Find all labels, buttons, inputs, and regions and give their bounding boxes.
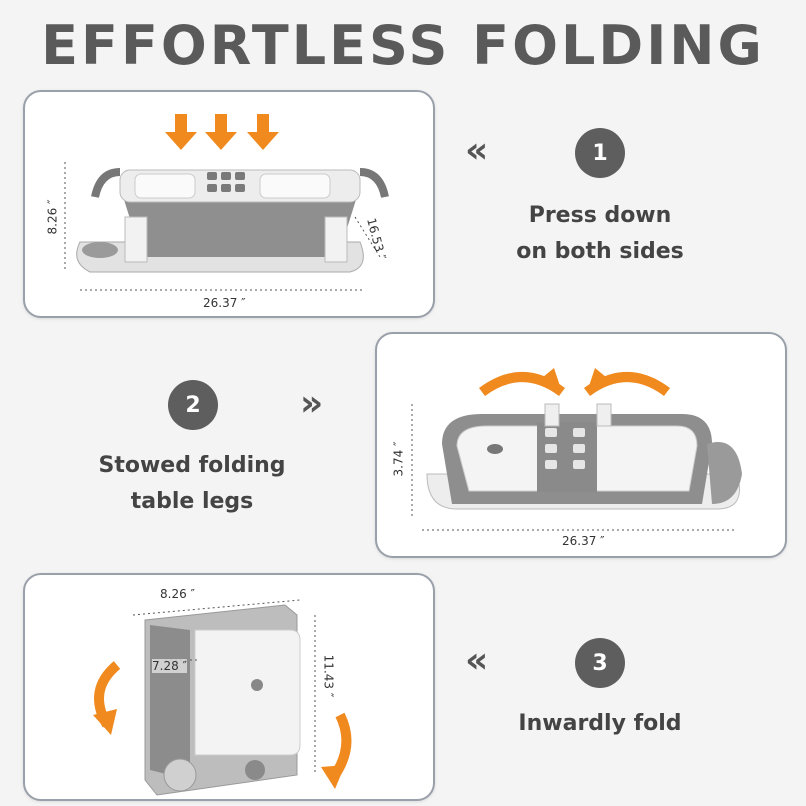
step-2-text-line-1: Stowed folding bbox=[98, 453, 286, 478]
step-2-description: Stowed folding table legs bbox=[72, 448, 312, 520]
chevron-left-icon: « bbox=[465, 640, 489, 681]
press-down-arrows bbox=[165, 114, 279, 150]
step-1-text-line-2: on both sides bbox=[516, 239, 684, 264]
chevron-right-icon: » bbox=[300, 383, 324, 424]
step-3-description: Inwardly fold bbox=[480, 706, 720, 742]
step-2-image-panel: 3.74 ″ 26.37 ″ bbox=[375, 332, 787, 558]
width-dimension-label: 26.37 ″ bbox=[562, 534, 605, 548]
step-1-text-line-1: Press down bbox=[528, 203, 672, 228]
step-3-image-panel: 8.26 ″ 7.28 ″ 11.43 ″ bbox=[23, 573, 435, 801]
inner-dimension-label: 7.28 ″ bbox=[152, 659, 188, 673]
step-2-text-line-2: table legs bbox=[130, 489, 254, 514]
step-2-badge: 2 bbox=[168, 380, 218, 430]
page-title: EFFORTLESS FOLDING bbox=[41, 14, 765, 77]
step-3-text-line-1: Inwardly fold bbox=[518, 711, 682, 736]
folding-tub-illustration-open bbox=[64, 114, 389, 291]
step-1-image-panel: 8.26 ″ 16.53 ″ 26.37 ″ bbox=[23, 90, 435, 318]
step-3-badge: 3 bbox=[575, 638, 625, 688]
side-dimension-label: 11.43 ″ bbox=[321, 654, 336, 698]
step-1-badge: 1 bbox=[575, 128, 625, 178]
chevron-left-icon: « bbox=[465, 130, 489, 171]
top-dimension-label: 8.26 ″ bbox=[160, 587, 196, 601]
height-dimension-label: 3.74 ″ bbox=[391, 441, 406, 477]
folding-tub-illustration-folded bbox=[93, 599, 352, 796]
folding-tub-illustration-flat bbox=[411, 368, 742, 531]
width-dimension-label: 26.37 ″ bbox=[203, 296, 246, 310]
step-1-description: Press down on both sides bbox=[480, 198, 720, 270]
height-dimension-label: 8.26 ″ bbox=[45, 199, 60, 235]
